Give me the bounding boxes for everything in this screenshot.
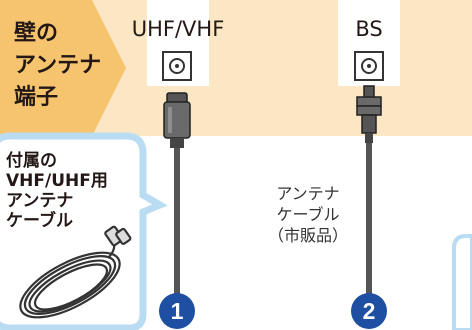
uhf-vhf-socket-pin xyxy=(175,64,179,68)
retail-cable-label: アンテナ ケーブル （市販品） xyxy=(268,184,349,245)
accessory-callout xyxy=(0,132,168,330)
partial-callout-edge xyxy=(452,234,472,330)
coiled-cable-icon xyxy=(19,225,132,319)
bs-port-label: BS xyxy=(355,17,383,41)
push-on-plug-icon xyxy=(163,92,191,148)
uhf-vhf-port-label: UHF/VHF xyxy=(131,17,225,41)
bs-socket-ring xyxy=(361,58,377,74)
bs-socket-pin xyxy=(367,64,371,68)
step-1-badge: 1 xyxy=(159,293,195,329)
uhf-vhf-socket-ring xyxy=(169,58,185,74)
f-type-plug-icon xyxy=(356,85,382,143)
step-2-badge: 2 xyxy=(351,293,387,329)
wall-label-tab xyxy=(0,0,126,136)
accessory-cable-label: 付属の VHF/UHF用 アンテナ ケーブル xyxy=(6,151,108,231)
wall-antenna-terminal-label: 壁の アンテナ 端子 xyxy=(14,21,102,110)
